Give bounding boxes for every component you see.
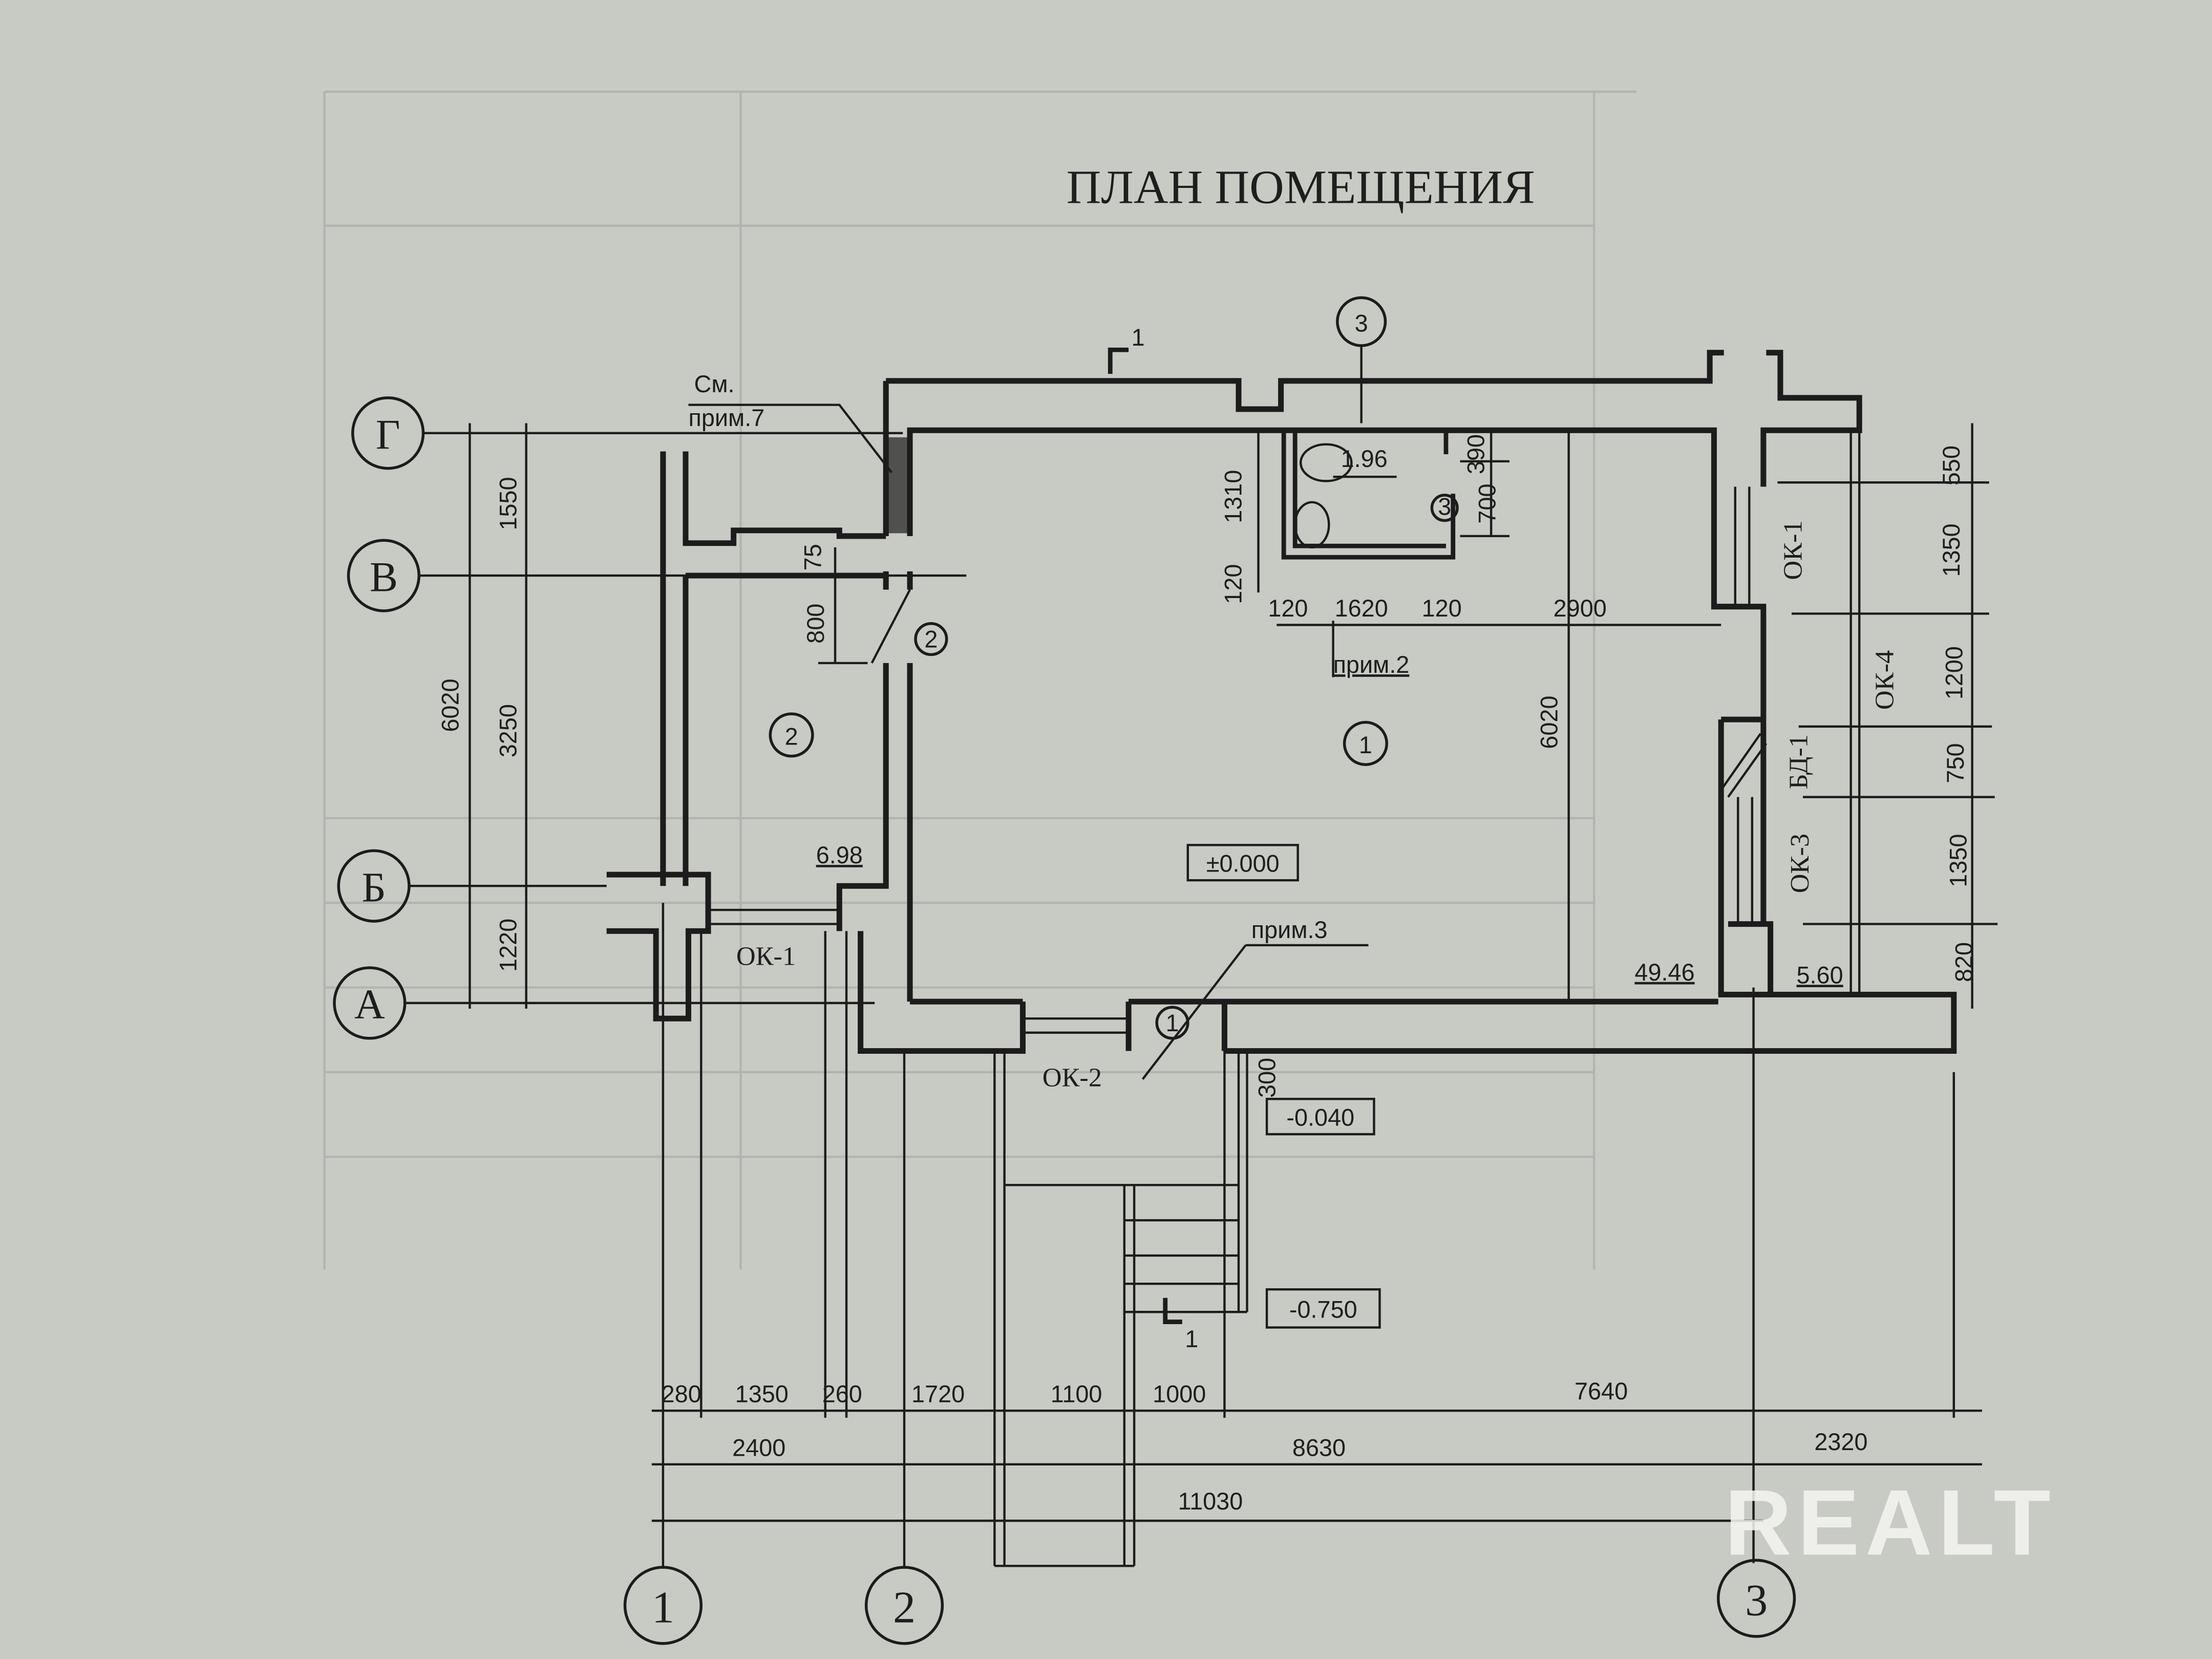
axis-bubble-g: Г (351, 396, 425, 470)
svg-text:Г: Г (376, 411, 400, 458)
axis-bubble-a: А (333, 966, 407, 1040)
dims-inner: 75 800 1310 120 120 1620 120 2900 6020 3… (799, 430, 1721, 1002)
area-room-right: 5.60 (1797, 962, 1843, 988)
entry-label-1: 1 (1155, 1006, 1189, 1040)
plan-title: ПЛАН ПОМЕЩЕНИЯ (1067, 161, 1535, 214)
section-mark-bottom: 1 (1163, 1298, 1198, 1352)
svg-text:2400: 2400 (732, 1434, 785, 1461)
level-floor: ±0.000 (1186, 844, 1299, 882)
svg-text:3: 3 (1355, 310, 1368, 336)
svg-text:1350: 1350 (1938, 523, 1965, 577)
svg-text:2: 2 (893, 1582, 916, 1632)
svg-text:1100: 1100 (1051, 1381, 1102, 1408)
level-step: -0.040 (1265, 1098, 1375, 1136)
svg-text:2320: 2320 (1814, 1429, 1867, 1455)
room-label-1: 1 (1343, 720, 1389, 767)
svg-text:75: 75 (799, 544, 826, 570)
svg-text:1: 1 (652, 1582, 674, 1632)
axis-bubble-b: Б (337, 849, 411, 923)
svg-text:Б: Б (361, 864, 386, 911)
axis-bubble-1: 1 (623, 1566, 703, 1645)
svg-text:-0.750: -0.750 (1289, 1296, 1357, 1323)
svg-text:А: А (354, 981, 385, 1028)
svg-text:В: В (370, 553, 398, 600)
level-ground: -0.750 (1265, 1288, 1381, 1329)
svg-text:1200: 1200 (1941, 646, 1967, 699)
svg-text:8630: 8630 (1292, 1434, 1346, 1461)
svg-text:1310: 1310 (1220, 470, 1246, 523)
dim-300: 300 (1254, 1058, 1281, 1098)
opening-bd1: БД-1 (1783, 734, 1813, 789)
door-label-2: 2 (914, 622, 948, 656)
svg-text:11030: 11030 (1178, 1488, 1243, 1515)
svg-text:700: 700 (1474, 484, 1500, 524)
svg-text:-0.040: -0.040 (1286, 1104, 1354, 1131)
svg-text:6020: 6020 (437, 678, 463, 732)
svg-text:820: 820 (1951, 942, 1977, 982)
axis-bubble-3: 3 (1716, 1559, 1796, 1638)
wc-area: 1.96 (1341, 445, 1388, 472)
svg-text:1350: 1350 (735, 1381, 789, 1408)
svg-text:1: 1 (1185, 1326, 1198, 1352)
svg-text:1: 1 (1359, 732, 1372, 758)
area-room-1: 49.46 (1634, 959, 1694, 986)
svg-text:1220: 1220 (495, 919, 521, 972)
grid-axis-lines (406, 432, 1755, 1569)
door-room2-swing (870, 589, 911, 664)
svg-text:1: 1 (1132, 324, 1145, 351)
note-prim3: прим.3 (1251, 917, 1328, 943)
svg-text:750: 750 (1942, 743, 1969, 783)
svg-text:1000: 1000 (1153, 1381, 1206, 1408)
walls (606, 350, 1957, 1054)
svg-text:1: 1 (1165, 1010, 1179, 1036)
svg-text:2900: 2900 (1554, 595, 1607, 622)
axis-bubble-2: 2 (864, 1566, 944, 1645)
svg-text:1350: 1350 (1945, 834, 1972, 887)
room-label-2: 2 (769, 712, 814, 758)
svg-text:1550: 1550 (495, 477, 521, 530)
dims-left: 6020 1550 3250 1220 (437, 423, 527, 1009)
note-see: См. (694, 371, 735, 397)
note-prim7: прим.7 (688, 405, 764, 431)
wc-door-mark: 3 (1438, 494, 1451, 520)
bleed-through-table (323, 90, 1636, 1270)
svg-text:2: 2 (924, 626, 938, 653)
note-prim7-leader (688, 403, 892, 474)
realt-watermark: REALT (1725, 1470, 2056, 1575)
entrance-stairs (993, 1051, 1248, 1567)
dims-bottom: 280 1350 260 1720 1100 1000 7640 2400 86… (651, 931, 1982, 1522)
svg-text:7640: 7640 (1575, 1378, 1628, 1405)
svg-text:1720: 1720 (911, 1381, 965, 1408)
note-prim3-leader (1141, 944, 1369, 1080)
axis-bubble-v: В (347, 539, 421, 612)
door-bd1-swing (1720, 733, 1768, 798)
svg-text:280: 280 (662, 1381, 701, 1408)
opening-ok1-left: ОК-1 (736, 941, 796, 971)
svg-text:260: 260 (822, 1381, 862, 1408)
svg-text:120: 120 (1220, 564, 1246, 604)
area-room-2: 6.98 (816, 842, 863, 868)
svg-text:±0.000: ±0.000 (1206, 850, 1280, 877)
svg-text:550: 550 (1938, 445, 1965, 485)
svg-text:3250: 3250 (495, 704, 521, 757)
svg-text:1620: 1620 (1335, 595, 1388, 622)
dims-right: 550 1350 1200 750 1350 820 (1777, 423, 1998, 1009)
opening-ok3: ОК-3 (1785, 834, 1815, 893)
svg-text:2: 2 (785, 724, 798, 750)
section-mark-top: 1 (1108, 324, 1145, 374)
svg-text:800: 800 (802, 604, 829, 644)
svg-text:6020: 6020 (1536, 696, 1563, 749)
opening-ok1-right: ОК-1 (1778, 520, 1807, 580)
opening-ok2: ОК-2 (1043, 1062, 1102, 1092)
svg-text:3: 3 (1745, 1576, 1768, 1626)
svg-text:390: 390 (1462, 434, 1489, 474)
svg-text:120: 120 (1422, 595, 1462, 622)
hatched-wall (886, 437, 909, 534)
svg-text:120: 120 (1268, 595, 1308, 622)
opening-ok4: ОК-4 (1869, 650, 1899, 710)
wc-room: 1.96 3 (1281, 430, 1459, 560)
axis-bubble-3-top: 3 (1336, 296, 1387, 423)
note-prim2: прим.2 (1333, 651, 1410, 678)
